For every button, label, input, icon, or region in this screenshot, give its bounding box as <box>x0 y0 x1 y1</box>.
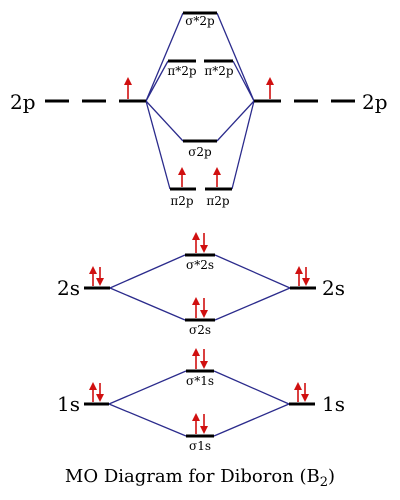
sigma-1s-label: σ1s <box>189 439 211 453</box>
sigma-2s-label: σ2s <box>189 323 211 337</box>
right-1s-label: 1s <box>322 392 345 416</box>
right-2s-label: 2s <box>322 276 345 300</box>
left-2p-label: 2p <box>10 90 36 114</box>
connectors-1s <box>108 370 290 437</box>
left-1s-electrons <box>89 382 104 402</box>
sigma-1s-electrons <box>192 413 208 434</box>
sigma-2s-electrons <box>192 297 208 318</box>
caption-prefix: MO Diagram for Diboron (B <box>65 466 320 487</box>
pi-star-2p-label-b: π*2p <box>204 64 234 78</box>
right-2s-electrons <box>295 266 310 286</box>
pi-2p-label-b: π2p <box>206 194 230 208</box>
right-1s-electrons <box>294 382 309 402</box>
right-2p-electron <box>266 77 274 99</box>
connectors-2s <box>109 254 291 321</box>
caption: MO Diagram for Diboron (B2) <box>65 466 335 490</box>
sigma-star-2p-label: σ*2p <box>185 14 215 28</box>
sigma-2p-label: σ2p <box>188 145 212 159</box>
left-2s-label: 2s <box>57 276 80 300</box>
right-2p-label: 2p <box>362 90 388 114</box>
left-1s-label: 1s <box>57 392 80 416</box>
pi-2p-label-a: π2p <box>170 194 194 208</box>
caption-suffix: ) <box>328 466 335 487</box>
sigma-star-2s-label: σ*2s <box>186 258 214 272</box>
pi-star-2p-label-a: π*2p <box>167 64 197 78</box>
sigma-star-1s-electrons <box>192 348 208 369</box>
sigma-star-1s-label: σ*1s <box>186 374 214 388</box>
left-2p-electron <box>124 77 132 99</box>
connectors-2p <box>145 12 255 190</box>
pi-2p-electron-b <box>213 167 221 187</box>
caption-subscript: 2 <box>320 475 328 490</box>
pi-2p-electron-a <box>178 167 186 187</box>
left-2s-electrons <box>89 266 104 286</box>
sigma-star-2s-electrons <box>192 232 208 253</box>
